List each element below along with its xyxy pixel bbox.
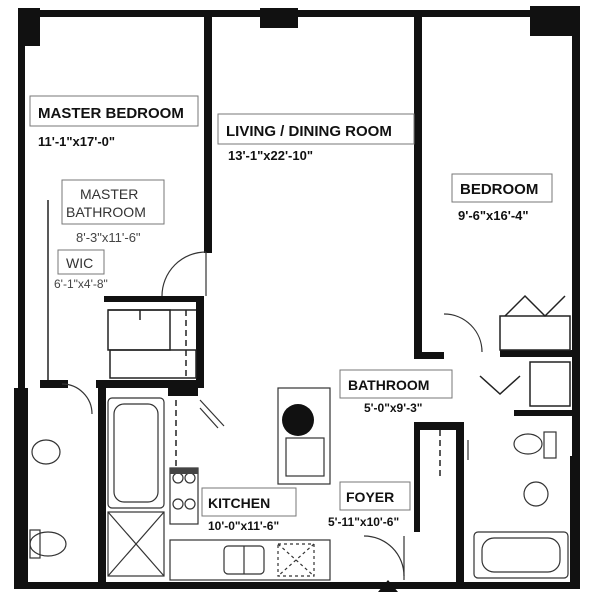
- label-box-living: [217, 113, 415, 145]
- stove: [169, 467, 199, 525]
- master-bathtub: [107, 397, 165, 509]
- bath-tub-inner: [481, 537, 561, 573]
- bath-closet-door: [479, 375, 521, 396]
- shower-diag-2: [107, 511, 165, 577]
- foyer-bath-right-wall: [456, 422, 464, 582]
- bedroom-closet-doors: [504, 294, 566, 318]
- wic-bottom-wall: [104, 296, 204, 302]
- mbr-bottom-wall-right: [96, 380, 198, 388]
- right-wall: [572, 30, 580, 460]
- bath-tub: [473, 531, 569, 579]
- wic-cabinet: [107, 309, 171, 351]
- bath-sink: [523, 481, 549, 507]
- walls: [14, 6, 580, 589]
- island-inner: [285, 437, 325, 477]
- burner-3: [172, 498, 184, 510]
- foyer-dims: 5'-11"x10'-6": [328, 515, 399, 529]
- bath-toilet-tank: [543, 431, 557, 459]
- dishwasher-diag-2: [277, 543, 315, 577]
- kitchen-top-wall: [168, 388, 198, 396]
- label-box-kitchen: [201, 487, 297, 517]
- foyer-name: FOYER: [346, 489, 394, 505]
- label-box-master-bath: [61, 179, 165, 225]
- foyer-bath-top-wall: [414, 422, 464, 430]
- closets: [47, 200, 571, 480]
- master-bath-divider: [98, 388, 106, 582]
- left-wall-upper: [18, 40, 25, 392]
- doors: [61, 251, 483, 580]
- door-bedroom: [443, 313, 483, 353]
- master-bathroom-name-1: MASTER: [80, 186, 138, 202]
- master-bedroom-dims: 11'-1"x17'-0": [38, 134, 115, 149]
- island-cooktop: [282, 404, 314, 436]
- top-wall: [20, 10, 579, 17]
- living-dining-name: LIVING / DINING ROOM: [226, 123, 392, 140]
- living-dining-dims: 13'-1"x22'-10": [228, 148, 313, 163]
- bedroom-bottom-wall: [500, 350, 578, 357]
- partition-living-bedroom-foot: [418, 352, 444, 359]
- master-bathroom-name-2: BATHROOM: [66, 204, 146, 220]
- mbr-bottom-wall-left: [40, 380, 68, 388]
- burner-1: [172, 472, 184, 484]
- label-boxes: [29, 95, 553, 517]
- stove-top-strip: [170, 468, 198, 474]
- master-bedroom-name: MASTER BEDROOM: [38, 105, 184, 122]
- wic-right-wall: [196, 298, 204, 388]
- column-top-left: [18, 8, 40, 46]
- vanity-counter: [109, 349, 197, 379]
- wic-name: WIC: [66, 255, 93, 271]
- label-box-wic: [57, 249, 105, 275]
- bottom-wall: [14, 582, 580, 589]
- room-labels: MASTER BEDROOM 11'-1"x17'-0" LIVING / DI…: [38, 105, 538, 533]
- bathroom-name: BATHROOM: [348, 377, 429, 393]
- bedroom-dims: 9'-6"x16'-4": [458, 208, 529, 223]
- dishwasher: [277, 543, 315, 577]
- bathroom-dims: 5'-0"x9'-3": [364, 401, 422, 415]
- label-box-bedroom: [451, 173, 553, 203]
- right-wall-lower: [570, 456, 580, 588]
- label-box-master-bedroom: [29, 95, 199, 127]
- kitchen-counter: [169, 539, 331, 581]
- door-foyer-entry: [363, 535, 405, 577]
- label-box-bathroom: [339, 369, 453, 399]
- burner-2: [184, 472, 196, 484]
- wic-dims: 6'-1"x4'-8": [54, 277, 108, 291]
- door-living-master: [161, 251, 207, 297]
- left-wall-lower: [14, 388, 28, 588]
- foyer-left-wall: [414, 422, 420, 532]
- master-bathtub-inner: [113, 403, 159, 503]
- master-shower: [107, 511, 165, 577]
- door-kitchen: [199, 399, 225, 427]
- master-toilet-tank: [29, 529, 41, 559]
- label-box-foyer: [339, 481, 411, 511]
- column-top-right: [530, 6, 580, 36]
- partition-living-bedroom: [414, 17, 422, 359]
- entry-arrow-icon: [378, 580, 398, 592]
- door-kitchen-2: [199, 407, 219, 429]
- bath-top-wall: [514, 410, 572, 416]
- partition-master-living: [204, 17, 212, 253]
- column-top-mid: [260, 8, 298, 28]
- master-sink: [31, 439, 61, 465]
- kitchen-island: [277, 387, 331, 485]
- kitchen-name: KITCHEN: [208, 495, 270, 511]
- kitchen-dims: 10'-0"x11'-6": [208, 519, 279, 533]
- master-toilet: [29, 531, 67, 557]
- door-master-bath: [61, 383, 93, 415]
- linen-closet: [529, 361, 571, 407]
- bedroom-closet: [499, 315, 571, 351]
- master-bathroom-dims: 8'-3"x11'-6": [76, 230, 141, 245]
- bath-toilet: [513, 433, 543, 455]
- bedroom-name: BEDROOM: [460, 181, 538, 198]
- burner-4: [184, 498, 196, 510]
